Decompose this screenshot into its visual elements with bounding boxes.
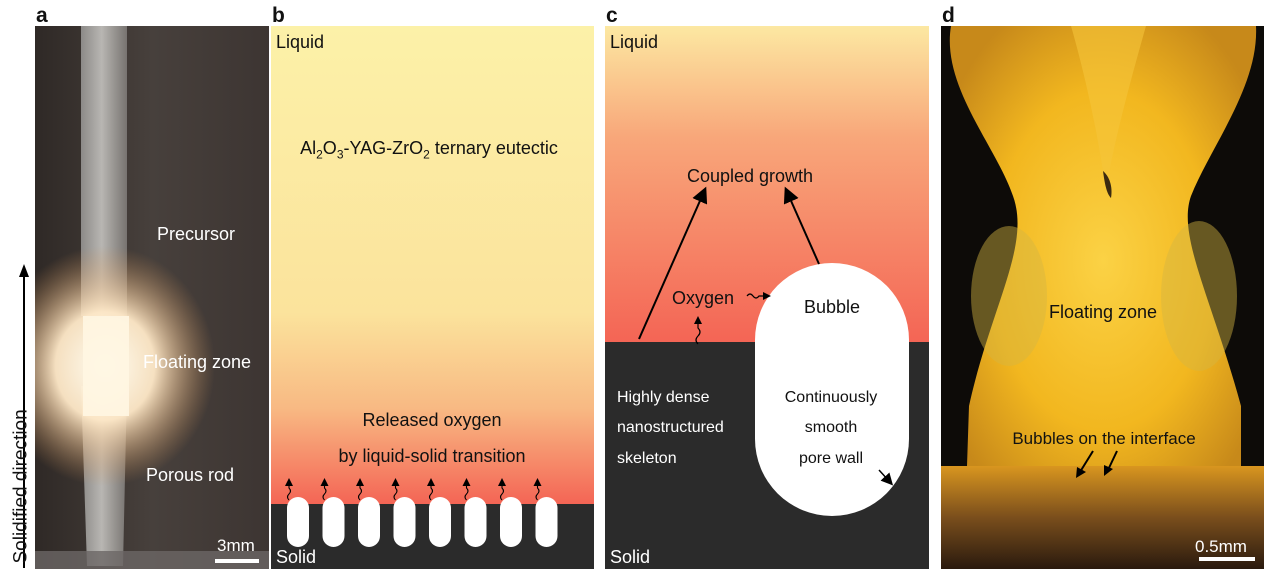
pore-wall-arrow <box>878 469 894 486</box>
pore-wall-label: Continuously smooth pore wall <box>785 383 878 474</box>
dense-line-3: skeleton <box>617 449 677 467</box>
pore-bubble <box>429 497 451 547</box>
pore-bubble <box>500 497 522 547</box>
wavy-arrow-icon <box>391 478 400 501</box>
liquid-label-c: Liquid <box>610 32 659 52</box>
wall-line-2: smooth <box>804 419 858 437</box>
wavy-arrow-icon <box>285 478 293 501</box>
wavy-arrow-icon <box>533 478 542 501</box>
wavy-arrow-icon <box>356 478 364 501</box>
floating-zone-label-d: Floating zone <box>1048 302 1158 322</box>
solidified-direction-axis <box>19 264 29 568</box>
panel-letter-c: c <box>606 4 618 27</box>
panel-d-photo: Floating zone Bubbles on the interface 0… <box>941 26 1264 569</box>
solid-pore-bubbles <box>287 497 558 547</box>
floating-zone-shape <box>949 26 1257 496</box>
pore-bubble <box>464 497 487 547</box>
rod-photo-drawing <box>35 26 269 569</box>
scale-label-d: 0.5mm <box>1195 537 1247 556</box>
wall-line-1: Continuously <box>784 389 878 406</box>
porous-rod-label: Porous rod <box>145 465 235 485</box>
oxygen-label: Oxygen <box>672 288 735 308</box>
wavy-arrow-icon <box>320 478 329 501</box>
oxygen-wavy-arrow-up <box>695 322 701 345</box>
solidified-direction-label: Solidified direction <box>10 409 32 564</box>
panel-b-drawing <box>271 26 594 569</box>
eutectic-label: Al2O3-YAG-ZrO2 ternary eutectic <box>300 138 558 162</box>
dense-line-2: nanostructured <box>617 419 724 437</box>
eutectic-sub-2b: 2 <box>423 147 430 162</box>
panel-a-photo: Precursor Floating zone Porous rod 3mm <box>35 26 269 569</box>
panel-letter-a: a <box>36 4 48 27</box>
oxygen-wavy-arrow-right <box>746 293 765 299</box>
eutectic-mid: -YAG-ZrO <box>343 138 424 158</box>
floating-zone-photo-drawing <box>941 26 1264 569</box>
bubbles-interface-label: Bubbles on the interface <box>1012 429 1196 448</box>
precursor-label: Precursor <box>156 224 236 244</box>
solid-label-b: Solid <box>276 547 317 567</box>
bubble-label: Bubble <box>803 297 861 317</box>
eutectic-sub-3: 3 <box>336 147 344 162</box>
eutectic-o: O <box>322 138 337 158</box>
panel-letter-b: b <box>272 4 285 27</box>
bubble-arrow-2 <box>1107 450 1118 471</box>
bubble-arrow-1 <box>1079 450 1094 473</box>
panel-c-schematic: Liquid Coupled growth Oxygen Bubble High… <box>605 26 929 569</box>
pore-bubble <box>322 497 345 547</box>
eutectic-end: ternary eutectic <box>429 138 558 158</box>
bubble-shape <box>755 263 909 516</box>
panel-letter-d: d <box>942 4 955 27</box>
growth-arrow-left <box>638 186 708 340</box>
coupled-growth-label: Coupled growth <box>686 166 814 186</box>
transition-label: by liquid-solid transition <box>338 446 526 466</box>
wavy-arrow-icon <box>462 478 471 501</box>
scale-label-a: 3mm <box>217 536 255 555</box>
pore-bubble <box>393 497 416 547</box>
eutectic-al: Al <box>300 138 317 158</box>
dense-line-1: Highly dense <box>617 389 710 406</box>
pore-bubble <box>358 497 380 547</box>
solid-label-c: Solid <box>610 547 651 567</box>
dense-skeleton-label: Highly dense nanostructured skeleton <box>617 383 724 474</box>
eutectic-sub-2: 2 <box>316 147 323 162</box>
panel-c-drawing <box>605 26 929 569</box>
pore-bubble <box>287 497 309 547</box>
scale-bar-d <box>1199 557 1255 561</box>
wavy-arrow-icon <box>498 478 506 501</box>
liquid-label-b: Liquid <box>276 32 325 52</box>
pore-bubble <box>535 497 558 547</box>
wall-line-3: pore wall <box>798 449 864 467</box>
oxygen-release-arrows <box>285 478 542 501</box>
panel-b-schematic: Liquid Al2O3-YAG-ZrO2 ternary eutectic R… <box>271 26 594 569</box>
scale-bar-a <box>215 559 259 563</box>
released-oxygen-label: Released oxygen <box>362 410 502 430</box>
growth-arrow-right <box>783 186 820 265</box>
wavy-arrow-icon <box>427 478 435 501</box>
floating-zone-label-a: Floating zone <box>142 352 252 372</box>
